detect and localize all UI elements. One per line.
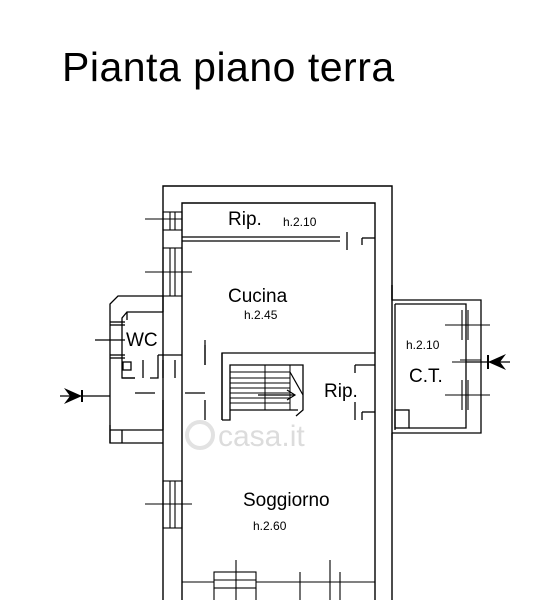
main-walls (162, 185, 393, 600)
ct-label: C.T. (409, 366, 443, 387)
ct-height: h.2.10 (406, 338, 440, 352)
stair-treads (230, 365, 291, 410)
rip-top-height: h.2.10 (283, 215, 317, 229)
rip-stairs-label: Rip. (324, 381, 358, 402)
watermark: casa.it (185, 420, 305, 453)
stair-direction-arrow (258, 371, 304, 401)
wc-walls (95, 295, 182, 444)
rip-top-partition (182, 232, 375, 250)
soggiorno-label: Soggiorno (243, 490, 330, 511)
watermark-text: casa.it (218, 420, 305, 453)
entry-arrow-right-icon (466, 354, 510, 370)
soggiorno-height: h.2.60 (253, 519, 287, 533)
cucina-height: h.2.45 (244, 308, 278, 322)
window-kitchen-left (145, 247, 192, 297)
ct-walls (391, 285, 482, 440)
rip-top-label: Rip. (228, 209, 262, 230)
window-ct-top (445, 310, 490, 340)
cucina-label: Cucina (228, 286, 288, 307)
entry-walls (109, 345, 206, 443)
stair-walls (221, 352, 375, 421)
entry-arrow-left-icon (60, 388, 110, 404)
window-ct-bottom (445, 380, 490, 410)
bottom-openings (182, 560, 375, 600)
window-top-left (145, 211, 183, 231)
plan-title: Pianta piano terra (62, 44, 395, 90)
wc-label: WC (126, 330, 158, 351)
window-living-left (145, 480, 192, 529)
